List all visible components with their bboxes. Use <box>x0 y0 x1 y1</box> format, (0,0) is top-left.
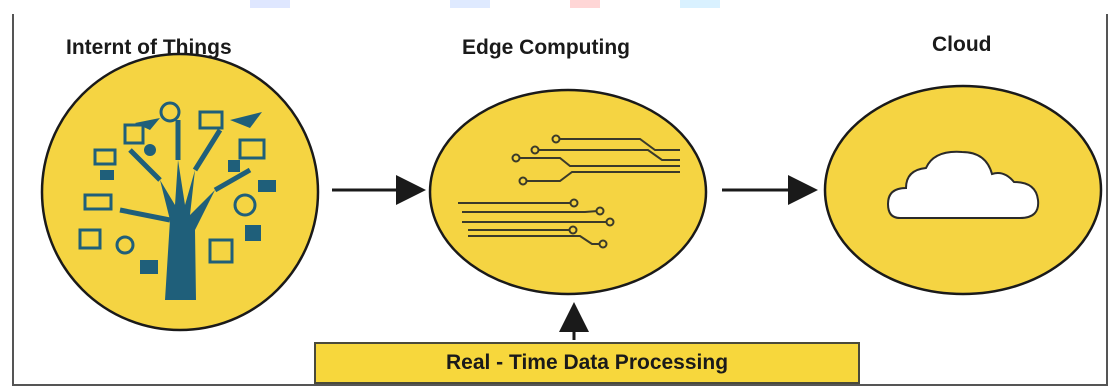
edge-circle <box>428 88 708 296</box>
cloud-title: Cloud <box>932 33 992 56</box>
cloud-circle <box>823 84 1103 296</box>
iot-tree-icon <box>78 101 276 300</box>
circuit-nodes <box>511 134 615 249</box>
edge-computing-title: Edge Computing <box>462 36 630 59</box>
iot-circle <box>40 52 320 332</box>
cloud-icon <box>886 150 1040 219</box>
circuit-traces-icon <box>458 138 680 245</box>
watermark-strip <box>0 0 1116 14</box>
real-time-processing-box: Real - Time Data Processing <box>314 342 860 384</box>
real-time-processing-label: Real - Time Data Processing <box>445 351 729 374</box>
